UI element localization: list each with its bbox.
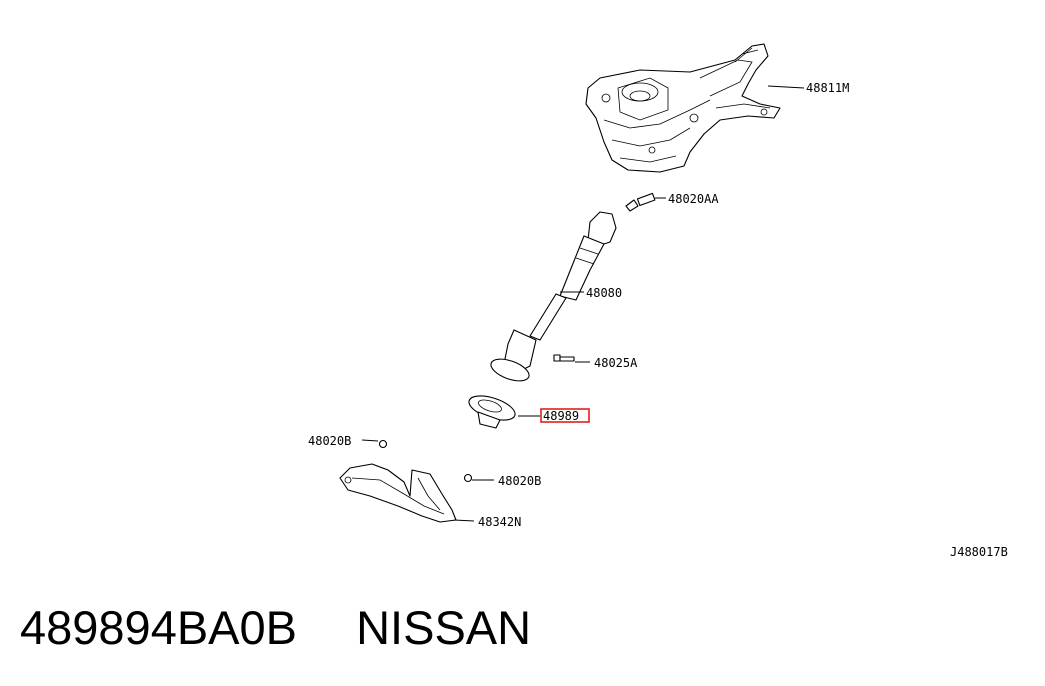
leader-line	[361, 439, 379, 442]
highlight-box	[540, 408, 590, 423]
nut-48020B-left[interactable]	[378, 439, 388, 449]
hole-cover-seal-48989[interactable]	[466, 391, 518, 429]
part-number: 489894BA0B	[20, 601, 298, 654]
parts-diagram: 48811M 48020AA 48080 48025A 48989 48020B	[308, 43, 1008, 559]
callout-48025A: 48025A	[594, 356, 638, 370]
steering-column-assembly[interactable]	[585, 43, 781, 173]
brand-name: NISSAN	[356, 601, 532, 654]
bolt-48025A[interactable]	[553, 354, 575, 362]
leader-line	[767, 85, 805, 89]
callout-48342N: 48342N	[478, 515, 521, 529]
drawing-code: J488017B	[950, 545, 1008, 559]
bolt-48020AA[interactable]	[625, 192, 656, 212]
callout-48020B-right: 48020B	[498, 474, 541, 488]
callout-48020AA: 48020AA	[668, 192, 719, 206]
lower-shaft-48080[interactable]	[488, 211, 617, 385]
callout-48020B-left: 48020B	[308, 434, 351, 448]
callout-48989[interactable]: 48989	[543, 409, 579, 423]
callout-48811M: 48811M	[806, 81, 849, 95]
callout-48080: 48080	[586, 286, 622, 300]
column-cover-48342N[interactable]	[339, 463, 457, 523]
nut-48020B-right[interactable]	[463, 473, 473, 483]
leader-line	[453, 519, 475, 522]
footer: 489894BA0B NISSAN	[20, 598, 1020, 658]
